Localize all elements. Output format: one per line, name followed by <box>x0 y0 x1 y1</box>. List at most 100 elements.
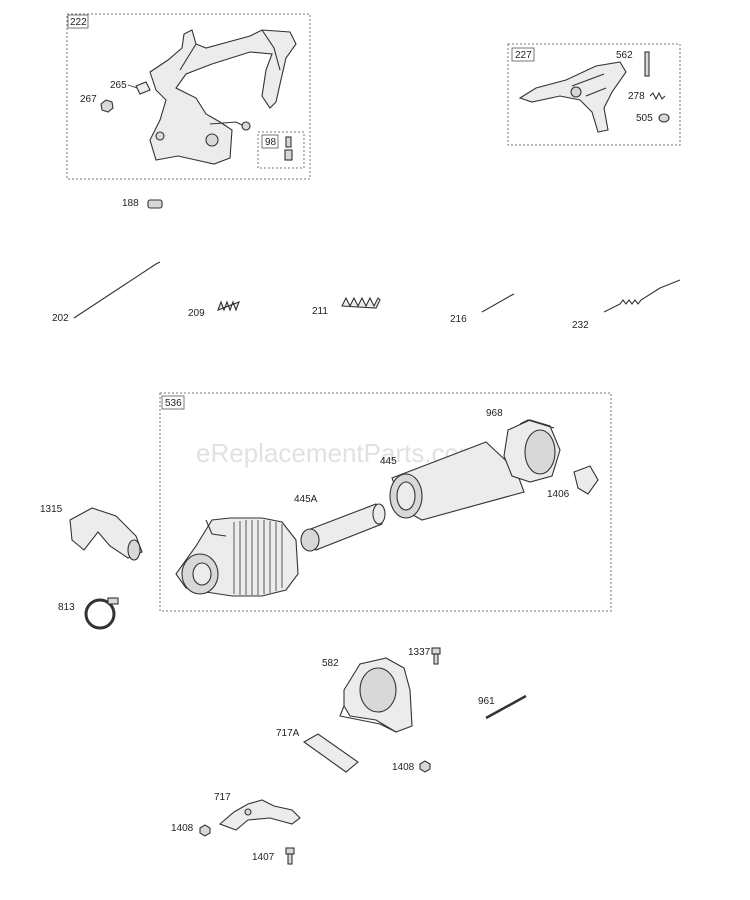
group-227: 227 562 278 505 <box>507 43 681 146</box>
label-813: 813 <box>58 602 75 613</box>
part-278-spring <box>649 91 666 101</box>
part-232-spring <box>603 279 681 313</box>
part-1315: 1315 <box>40 504 143 561</box>
part-216-link <box>481 293 515 313</box>
part-1407: 1407 <box>252 847 295 865</box>
label-582: 582 <box>322 658 339 669</box>
part-717A-plate <box>302 733 359 773</box>
label-1408-b: 1408 <box>171 823 194 834</box>
leader-265 <box>127 84 138 89</box>
part-1408-upper: 1408 <box>392 760 431 773</box>
label-267: 267 <box>80 94 97 105</box>
part-445A-end <box>300 528 320 552</box>
bracket-222-shape <box>149 29 297 165</box>
label-717A: 717A <box>276 728 300 739</box>
label-188: 188 <box>122 198 139 209</box>
part-188-screw <box>147 199 163 209</box>
part-1406-valve <box>573 465 599 495</box>
part-717-bracket <box>218 799 301 831</box>
part-1408-nut-a <box>419 760 431 773</box>
group-222: 222 265 267 98 <box>66 13 311 180</box>
label-445A: 445A <box>294 494 318 505</box>
part-717-hole <box>244 808 252 816</box>
part-1315-end <box>127 539 141 561</box>
label-717: 717 <box>214 792 231 803</box>
part-582: 582 <box>322 657 413 733</box>
housing-fins <box>233 520 283 595</box>
label-968: 968 <box>486 408 503 419</box>
part-1337-shank <box>433 653 439 665</box>
part-717A: 717A <box>276 728 359 773</box>
lever-227-detail <box>571 73 607 97</box>
part-211-spring <box>341 296 381 309</box>
group-222-tag: 222 <box>70 17 87 28</box>
label-1406: 1406 <box>547 489 570 500</box>
group-227-tag-box <box>511 47 535 62</box>
part-968-cover-rim <box>519 419 555 429</box>
part-961-rod <box>485 694 527 720</box>
label-1408-a: 1408 <box>392 762 415 773</box>
part-445-ring-inner <box>396 481 416 511</box>
part-961: 961 <box>478 694 527 720</box>
part-267-nut <box>100 99 114 113</box>
group-536-tag: 536 <box>165 398 182 409</box>
part-1315-elbow <box>69 507 143 559</box>
bracket-222-arm <box>179 29 281 71</box>
part-1337: 1337 <box>408 647 441 665</box>
part-562-pin <box>644 51 650 77</box>
part-265-clip <box>135 81 151 95</box>
bracket-222-hole <box>205 133 219 147</box>
part-582-strap-inner <box>359 667 397 713</box>
part-445A-cap <box>372 503 386 525</box>
group-536-tag-box <box>161 395 185 410</box>
group-98-tag-box <box>261 134 279 149</box>
group-98-tag: 98 <box>265 137 277 148</box>
part-1407-shank <box>287 853 293 865</box>
group-536-frame <box>159 392 612 612</box>
part-98-stud <box>285 136 292 148</box>
part-505-washer <box>658 113 670 123</box>
bracket-222-knob <box>241 121 251 131</box>
label-1407: 1407 <box>252 852 275 863</box>
group-227-tag: 227 <box>515 50 532 61</box>
label-1337: 1337 <box>408 647 431 658</box>
part-1408-lower: 1408 <box>171 823 211 837</box>
part-188: 188 <box>122 198 163 209</box>
group-227-frame <box>507 43 681 146</box>
part-813-clamp <box>84 598 116 630</box>
group-536: 536 445A 445 968 <box>159 392 612 612</box>
label-1315: 1315 <box>40 504 63 515</box>
part-1407-head <box>285 847 295 855</box>
part-582-foot <box>339 705 397 733</box>
group-222-frame <box>66 13 311 180</box>
part-98-spring <box>284 149 293 161</box>
label-211: 211 <box>312 306 328 317</box>
label-209: 209 <box>188 308 205 319</box>
label-961: 961 <box>478 696 495 707</box>
part-717: 717 <box>214 792 301 831</box>
air-cleaner-housing-bore <box>192 562 212 586</box>
linkage-row: 202 209 211 216 232 <box>52 261 681 331</box>
label-202: 202 <box>52 313 69 324</box>
group-222-tag-box <box>67 14 89 29</box>
label-278: 278 <box>628 91 645 102</box>
lever-227-shape <box>518 61 627 133</box>
part-1408-nut-b <box>199 824 211 837</box>
part-968-cover-face <box>524 429 556 475</box>
label-232: 232 <box>572 320 589 331</box>
air-cleaner-housing-neck <box>205 519 227 537</box>
part-813-screw <box>107 597 119 605</box>
label-505: 505 <box>636 113 653 124</box>
part-209-spring <box>217 300 240 312</box>
label-445: 445 <box>380 456 397 467</box>
lever-227-pivot <box>570 86 582 98</box>
part-813: 813 <box>58 597 119 630</box>
part-1337-head <box>431 647 441 655</box>
label-562: 562 <box>616 50 633 61</box>
part-202-rod <box>73 261 161 319</box>
label-265: 265 <box>110 80 127 91</box>
bracket-222-hole-2 <box>155 131 165 141</box>
group-98-frame <box>257 131 305 169</box>
label-216: 216 <box>450 314 467 325</box>
